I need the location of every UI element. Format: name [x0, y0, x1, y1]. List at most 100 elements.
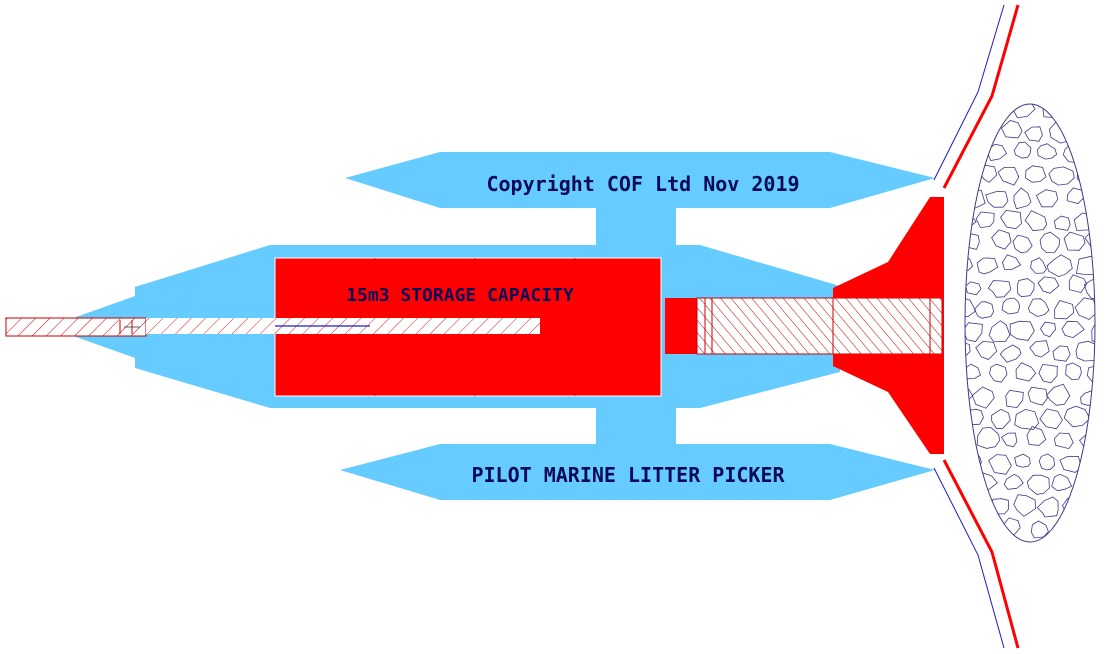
- litter-cell: [968, 146, 987, 163]
- litter-cell: [965, 165, 973, 183]
- litter-cell: [1024, 126, 1043, 142]
- boom-upper: [933, 4, 1020, 189]
- litter-cell: [1014, 408, 1040, 430]
- litter-cell: [988, 320, 1011, 343]
- litter-cell: [1014, 453, 1031, 468]
- litter-cell: [1009, 320, 1035, 341]
- litter-cell: [965, 296, 977, 318]
- litter-cell: [1084, 229, 1095, 251]
- litter-cell: [1000, 120, 1023, 139]
- litter-cell: [1083, 276, 1095, 300]
- litter-cell: [1086, 146, 1095, 165]
- litter-cell: [1076, 514, 1095, 539]
- litter-cell: [1068, 274, 1088, 294]
- litter-cell: [1085, 449, 1095, 470]
- litter-cell: [965, 363, 982, 380]
- litter-cell: [1013, 187, 1032, 210]
- litter-cell: [1087, 187, 1095, 207]
- litter-cell: [1030, 257, 1047, 274]
- litter-cell: [1062, 497, 1085, 518]
- litter-cell: [1061, 320, 1085, 339]
- litter-cell: [1003, 473, 1024, 490]
- litter-cell: [1086, 365, 1095, 385]
- litter-cell: [1013, 494, 1037, 517]
- boom-lower: [933, 459, 1020, 649]
- litter-cell: [1024, 210, 1048, 232]
- litter-cell: [1078, 474, 1095, 495]
- litter-cell: [1066, 187, 1086, 204]
- litter-cell: [1039, 408, 1063, 430]
- litter-cell: [1087, 104, 1095, 118]
- litter-cell: [1030, 520, 1049, 539]
- litter-cell: [975, 340, 998, 360]
- litter-cell: [997, 166, 1020, 186]
- litter-cell: [1075, 255, 1095, 276]
- litter-cell: [987, 280, 1012, 298]
- litter-cell: [1075, 340, 1095, 362]
- litter-cell: [988, 454, 1012, 475]
- intake-funnel: [833, 197, 944, 454]
- litter-cell: [985, 190, 1009, 208]
- litter-cell: [1046, 383, 1071, 406]
- litter-cell: [1005, 389, 1024, 409]
- litter-cell: [1053, 215, 1071, 231]
- litter-cell: [999, 344, 1022, 363]
- litter-cluster: [964, 103, 1096, 543]
- litter-cell: [990, 104, 1010, 119]
- litter-cell: [1028, 298, 1050, 317]
- litter-cell: [1076, 120, 1095, 142]
- litter-cell: [1091, 320, 1095, 343]
- litter-cell: [1013, 141, 1032, 159]
- litter-cell: [1027, 386, 1048, 406]
- litter-cell: [1000, 209, 1022, 230]
- litter-cell: [991, 229, 1012, 250]
- litter-cell: [965, 232, 980, 250]
- litter-cell: [1063, 405, 1091, 428]
- litter-cell: [1037, 143, 1058, 160]
- litter-cell: [1053, 432, 1074, 450]
- litter-cell: [1012, 235, 1033, 254]
- litter-cell: [1039, 231, 1061, 253]
- litter-cell: [965, 189, 986, 209]
- litter-cell: [1001, 297, 1021, 315]
- litter-cell: [1000, 432, 1018, 448]
- litter-cell: [965, 433, 971, 451]
- litter-cell: [991, 408, 1011, 430]
- litter-cell: [1065, 362, 1082, 381]
- litter-cell: [1063, 104, 1082, 119]
- storage-capacity-label: 15m3 STORAGE CAPACITY: [346, 285, 574, 306]
- litter-cell: [1051, 473, 1073, 492]
- litter-cell: [1074, 297, 1095, 320]
- litter-cell: [1015, 362, 1037, 382]
- tank-tick-marks: [374, 258, 576, 396]
- litter-cell: [989, 363, 1008, 383]
- litter-cell: [1026, 474, 1050, 495]
- litter-cell: [1038, 363, 1058, 384]
- litter-cell: [1063, 231, 1086, 251]
- litter-cell: [1054, 300, 1075, 320]
- litter-cell: [973, 301, 995, 319]
- litter-cell: [1038, 453, 1055, 471]
- litter-cell: [1016, 278, 1035, 298]
- litter-cell: [1037, 276, 1060, 294]
- litter-cell: [975, 211, 995, 228]
- upper-pontoon: [345, 152, 935, 250]
- litter-cell: [1035, 189, 1059, 208]
- litter-cell: [1029, 340, 1050, 358]
- litter-cell: [1088, 498, 1095, 514]
- litter-cell: [1048, 166, 1075, 186]
- litter-cell: [1046, 254, 1073, 278]
- copyright-label: Copyright COF Ltd Nov 2019: [486, 172, 799, 196]
- litter-cell: [976, 426, 1000, 449]
- litter-cell: [1025, 165, 1047, 183]
- litter-cell: [976, 257, 999, 275]
- litter-cell: [1040, 321, 1056, 338]
- litter-cell: [1036, 496, 1059, 518]
- litter-cell: [971, 386, 995, 409]
- conveyor-shaft: [5, 317, 540, 337]
- collector-section: [665, 297, 943, 355]
- litter-cell: [1002, 254, 1022, 271]
- vessel-name-label: PILOT MARINE LITTER PICKER: [471, 463, 785, 487]
- litter-cell: [1059, 456, 1082, 473]
